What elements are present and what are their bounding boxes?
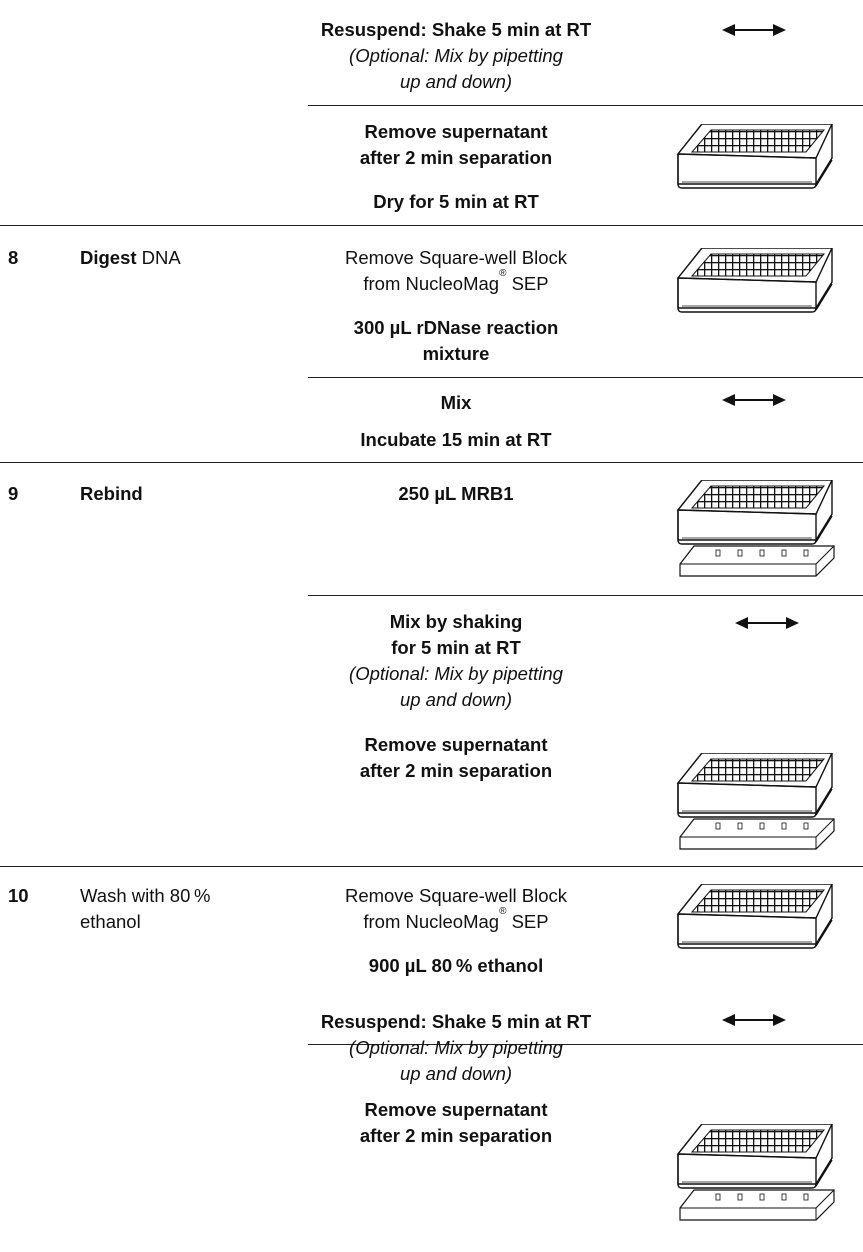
plate-on-magnetic-separator-icon	[677, 1124, 835, 1221]
reagent-instruction: 900 µL 80 % ethanol	[368, 955, 544, 976]
optional-note: (Optional: Mix by pipetting	[349, 1037, 563, 1058]
double-arrow-icon	[722, 393, 786, 407]
divider	[308, 105, 863, 106]
resuspend-instruction: Resuspend: Shake 5 min at RT	[320, 19, 592, 40]
divider	[0, 462, 863, 463]
remove-supernatant-instruction: after 2 min separation	[359, 147, 553, 168]
resuspend-instruction: Resuspend: Shake 5 min at RT	[320, 1011, 592, 1032]
reagent-instruction: 250 µL MRB1	[398, 483, 514, 504]
mix-shaking-instruction: Mix by shaking	[389, 611, 523, 632]
remove-block-instruction: from NucleoMag® SEP	[363, 267, 549, 294]
mix-instruction: Mix	[440, 392, 472, 413]
divider	[308, 595, 863, 596]
reagent-instruction: mixture	[422, 343, 490, 364]
divider	[0, 225, 863, 226]
remove-block-instruction: Remove Square-well Block	[344, 885, 568, 906]
step-number: 10	[8, 885, 29, 906]
remove-block-instruction: from NucleoMag® SEP	[363, 905, 549, 932]
square-well-plate-icon	[677, 248, 833, 313]
plate-on-magnetic-separator-icon	[677, 753, 835, 850]
mix-shaking-instruction: for 5 min at RT	[391, 637, 521, 658]
double-arrow-icon	[722, 1013, 786, 1027]
square-well-plate-icon	[677, 884, 833, 949]
divider	[0, 866, 863, 867]
reagent-instruction: 300 µL rDNase reaction	[353, 317, 559, 338]
optional-note: up and down)	[399, 1063, 513, 1084]
step-title: Rebind	[80, 483, 143, 504]
divider	[308, 1044, 863, 1045]
remove-supernatant-instruction: after 2 min separation	[359, 1125, 553, 1146]
optional-note: up and down)	[399, 71, 513, 92]
remove-supernatant-instruction: Remove supernatant	[364, 734, 548, 755]
square-well-plate-icon	[677, 124, 833, 189]
step-title: ethanol	[80, 911, 141, 932]
divider	[308, 377, 863, 378]
step-number: 9	[8, 483, 19, 504]
plate-on-magnetic-separator-icon	[677, 480, 835, 577]
remove-block-instruction: Remove Square-well Block	[344, 247, 568, 268]
remove-supernatant-instruction: after 2 min separation	[359, 760, 553, 781]
remove-supernatant-instruction: Remove supernatant	[364, 121, 548, 142]
optional-note: up and down)	[399, 689, 513, 710]
double-arrow-icon	[722, 23, 786, 37]
remove-supernatant-instruction: Remove supernatant	[364, 1099, 548, 1120]
optional-note: (Optional: Mix by pipetting	[349, 45, 563, 66]
incubate-instruction: Incubate 15 min at RT	[360, 429, 552, 450]
step-number: 8	[8, 247, 19, 268]
step-title: Digest DNA	[80, 247, 181, 268]
double-arrow-icon	[735, 616, 799, 630]
optional-note: (Optional: Mix by pipetting	[349, 663, 563, 684]
step-title: Wash with 80 %	[80, 885, 211, 906]
dry-instruction: Dry for 5 min at RT	[373, 191, 539, 212]
